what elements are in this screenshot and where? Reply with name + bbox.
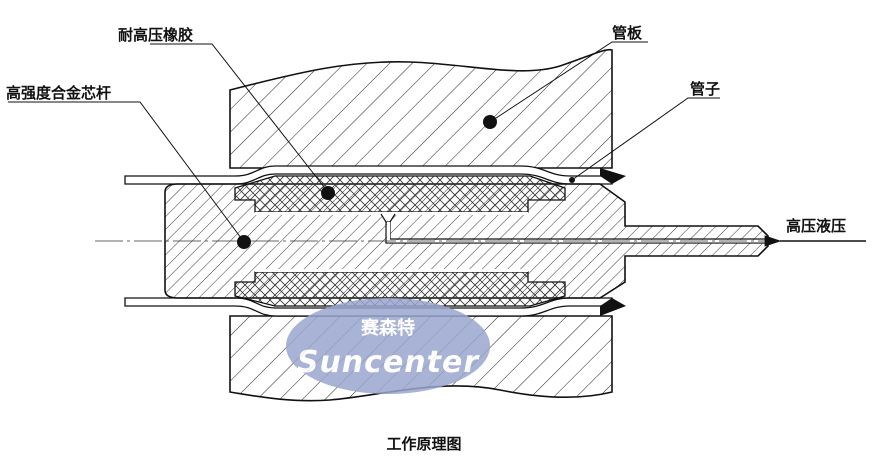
- rubber-lower: [234, 271, 566, 307]
- leader-tube-sheet: [489, 41, 648, 123]
- label-rubber: 耐高压橡胶: [118, 26, 193, 44]
- label-hydraulic: 高压液压: [786, 217, 846, 235]
- watermark-chinese: 赛森特: [360, 317, 415, 339]
- dot-tube: [569, 177, 575, 183]
- rubber-upper: [234, 175, 566, 213]
- watermark: 赛森特 Suncenter: [286, 298, 490, 394]
- tube-sheet-upper: [229, 48, 613, 169]
- label-core-rod: 高强度合金芯杆: [6, 84, 111, 102]
- groove-lower: [255, 269, 528, 272]
- leader-rubber: [150, 43, 329, 193]
- leader-core-rod: [8, 101, 245, 243]
- dot-tube-sheet: [483, 115, 497, 129]
- weld-upper: [600, 168, 626, 184]
- label-tube-sheet: 管板: [612, 24, 643, 42]
- label-tube: 管子: [690, 80, 720, 98]
- channel-fill: [387, 222, 390, 241]
- watermark-english: Suncenter: [297, 345, 480, 380]
- caption: 工作原理图: [386, 435, 461, 453]
- weld-lower: [600, 298, 626, 316]
- leader-tube: [571, 97, 720, 181]
- watermark-ellipse: [286, 298, 490, 394]
- groove-upper: [255, 212, 528, 215]
- dot-rubber: [321, 186, 335, 200]
- dot-core-rod: [237, 235, 251, 249]
